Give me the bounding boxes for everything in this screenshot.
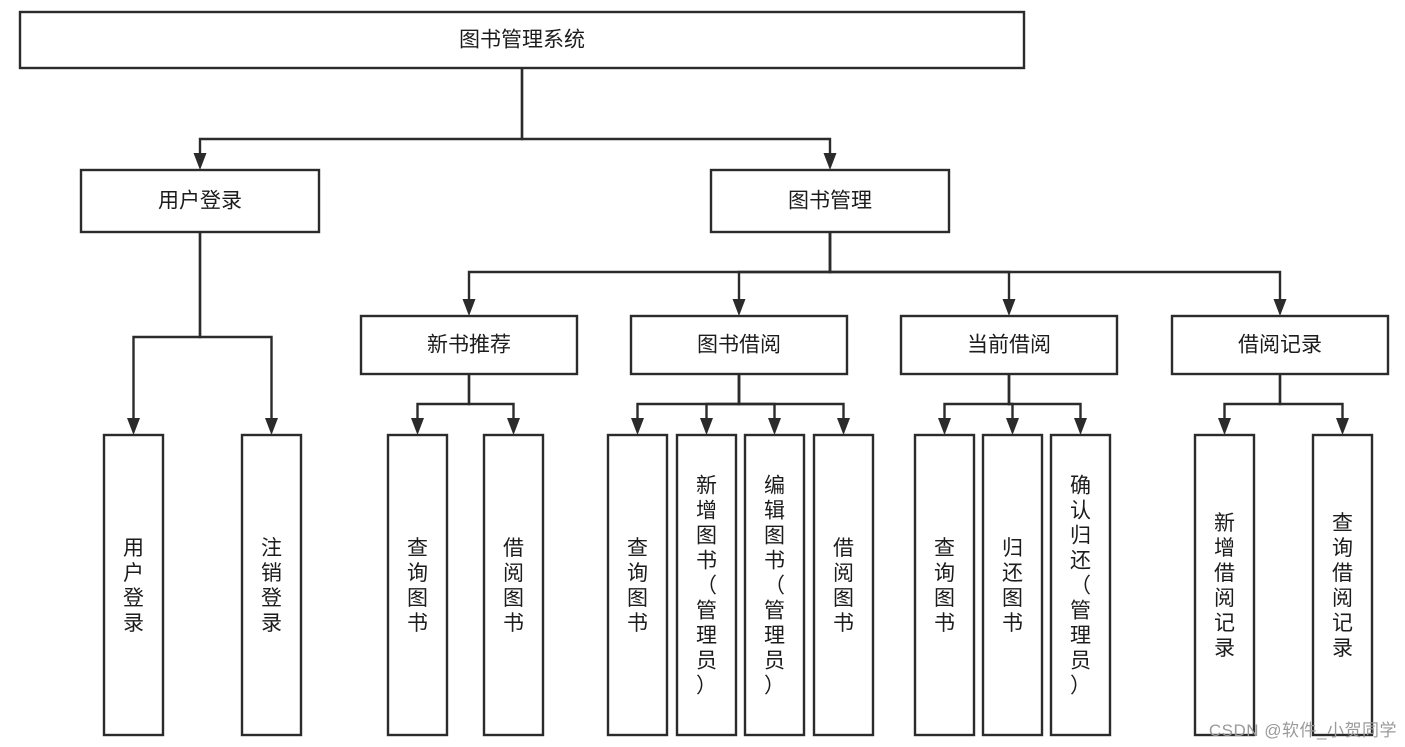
- arrow-head-icon: [265, 418, 278, 435]
- node-box[interactable]: [913, 433, 976, 737]
- connector-l2c-to-leaf9: [938, 374, 1011, 435]
- node-leaf12[interactable]: 新增借阅记录: [1193, 433, 1256, 737]
- arrow-head-icon: [823, 153, 837, 170]
- node-label: 借阅记录: [1238, 334, 1322, 357]
- connector-l1b-to-l2d: [828, 232, 1287, 316]
- node-box[interactable]: [18, 10, 1026, 70]
- node-box[interactable]: [606, 433, 669, 737]
- node-label: 当前借阅: [967, 334, 1051, 357]
- node-label: 确认归还（管理员）: [1070, 475, 1091, 698]
- node-leaf10[interactable]: 归还图书: [981, 433, 1044, 737]
- arrow-head-icon: [837, 418, 850, 435]
- node-l2b[interactable]: 图书借阅: [629, 314, 849, 376]
- arrow-head-icon: [462, 299, 476, 316]
- node-label: 借阅图书: [503, 537, 524, 635]
- watermark-text: CSDN @软件_小贺同学: [1208, 721, 1397, 740]
- node-label: 注销登录: [261, 537, 282, 635]
- arrow-head-icon: [938, 418, 951, 435]
- node-box[interactable]: [743, 433, 806, 737]
- node-leaf4[interactable]: 借阅图书: [482, 433, 545, 737]
- node-leaf8[interactable]: 借阅图书: [812, 433, 875, 737]
- node-box[interactable]: [482, 433, 545, 737]
- arrow-head-icon: [1273, 299, 1287, 316]
- node-l1a[interactable]: 用户登录: [79, 168, 321, 234]
- node-box[interactable]: [359, 314, 579, 376]
- connector-layer: [127, 68, 1349, 435]
- node-root[interactable]: 图书管理系统: [18, 10, 1026, 70]
- arrow-head-icon: [1074, 418, 1087, 435]
- node-leaf6[interactable]: 新增图书（管理员）: [675, 433, 738, 737]
- node-box[interactable]: [709, 168, 951, 234]
- arrow-head-icon: [631, 418, 644, 435]
- node-box[interactable]: [675, 433, 738, 737]
- arrow-head-icon: [411, 418, 424, 435]
- connector-root-to-l1a: [193, 68, 524, 170]
- node-label: 新书推荐: [427, 334, 511, 357]
- arrow-head-icon: [1336, 418, 1349, 435]
- node-label: 用户登录: [158, 190, 242, 213]
- node-box[interactable]: [981, 433, 1044, 737]
- node-label: 查询图书: [627, 537, 648, 635]
- connector-l1a-to-leaf2: [198, 232, 278, 435]
- connector-l1b-to-l2c: [828, 232, 1016, 316]
- node-box[interactable]: [102, 433, 165, 737]
- node-box[interactable]: [79, 168, 321, 234]
- node-leaf1[interactable]: 用户登录: [102, 433, 165, 737]
- node-l2a[interactable]: 新书推荐: [359, 314, 579, 376]
- node-box[interactable]: [1170, 314, 1390, 376]
- node-label: 查询图书: [407, 537, 428, 635]
- node-box[interactable]: [899, 314, 1119, 376]
- node-box[interactable]: [240, 433, 303, 737]
- node-box[interactable]: [386, 433, 449, 737]
- connector-l2b-to-leaf6: [700, 374, 741, 435]
- connector-l2c-to-leaf11: [1007, 374, 1087, 435]
- node-box[interactable]: [1049, 433, 1112, 737]
- arrow-head-icon: [732, 299, 746, 316]
- node-l2d[interactable]: 借阅记录: [1170, 314, 1390, 376]
- arrow-head-icon: [768, 418, 781, 435]
- arrow-head-icon: [700, 418, 713, 435]
- node-leaf13[interactable]: 查询借阅记录: [1311, 433, 1374, 737]
- node-leaf9[interactable]: 查询图书: [913, 433, 976, 737]
- arrow-head-icon: [1006, 418, 1019, 435]
- node-label: 查询图书: [934, 537, 955, 635]
- node-label: 借阅图书: [833, 537, 854, 635]
- node-label: 归还图书: [1002, 537, 1023, 635]
- node-box[interactable]: [629, 314, 849, 376]
- arrow-head-icon: [1002, 299, 1016, 316]
- connector-l2a-to-leaf3: [411, 374, 471, 435]
- connector-l1b-to-l2a: [462, 232, 832, 316]
- node-label: 图书借阅: [697, 334, 781, 357]
- connector-l1a-to-leaf1: [127, 232, 202, 435]
- node-box[interactable]: [812, 433, 875, 737]
- connector-l2b-to-leaf8: [737, 374, 850, 435]
- node-box[interactable]: [1311, 433, 1374, 737]
- arrow-head-icon: [193, 153, 207, 170]
- node-leaf7[interactable]: 编辑图书（管理员）: [743, 433, 806, 737]
- node-leaf3[interactable]: 查询图书: [386, 433, 449, 737]
- node-layer: 图书管理系统用户登录图书管理新书推荐图书借阅当前借阅借阅记录用户登录注销登录查询…: [18, 10, 1390, 737]
- node-label: 图书管理系统: [459, 29, 585, 52]
- node-leaf2[interactable]: 注销登录: [240, 433, 303, 737]
- connector-l2a-to-leaf4: [467, 374, 520, 435]
- node-l1b[interactable]: 图书管理: [709, 168, 951, 234]
- node-label: 新增图书（管理员）: [696, 475, 717, 698]
- node-l2c[interactable]: 当前借阅: [899, 314, 1119, 376]
- node-leaf11[interactable]: 确认归还（管理员）: [1049, 433, 1112, 737]
- connector-l1b-to-l2b: [732, 232, 832, 316]
- node-label: 新增借阅记录: [1214, 512, 1235, 660]
- arrow-head-icon: [507, 418, 520, 435]
- node-leaf5[interactable]: 查询图书: [606, 433, 669, 737]
- node-box[interactable]: [1193, 433, 1256, 737]
- arrow-head-icon: [127, 418, 140, 435]
- connector-l2d-to-leaf13: [1278, 374, 1349, 435]
- node-label: 编辑图书（管理员）: [764, 475, 785, 698]
- arrow-head-icon: [1218, 418, 1231, 435]
- connector-root-to-l1b: [520, 68, 837, 170]
- connector-l2d-to-leaf12: [1218, 374, 1282, 435]
- node-label: 图书管理: [788, 190, 872, 213]
- node-label: 查询借阅记录: [1332, 512, 1353, 660]
- node-label: 用户登录: [123, 537, 144, 635]
